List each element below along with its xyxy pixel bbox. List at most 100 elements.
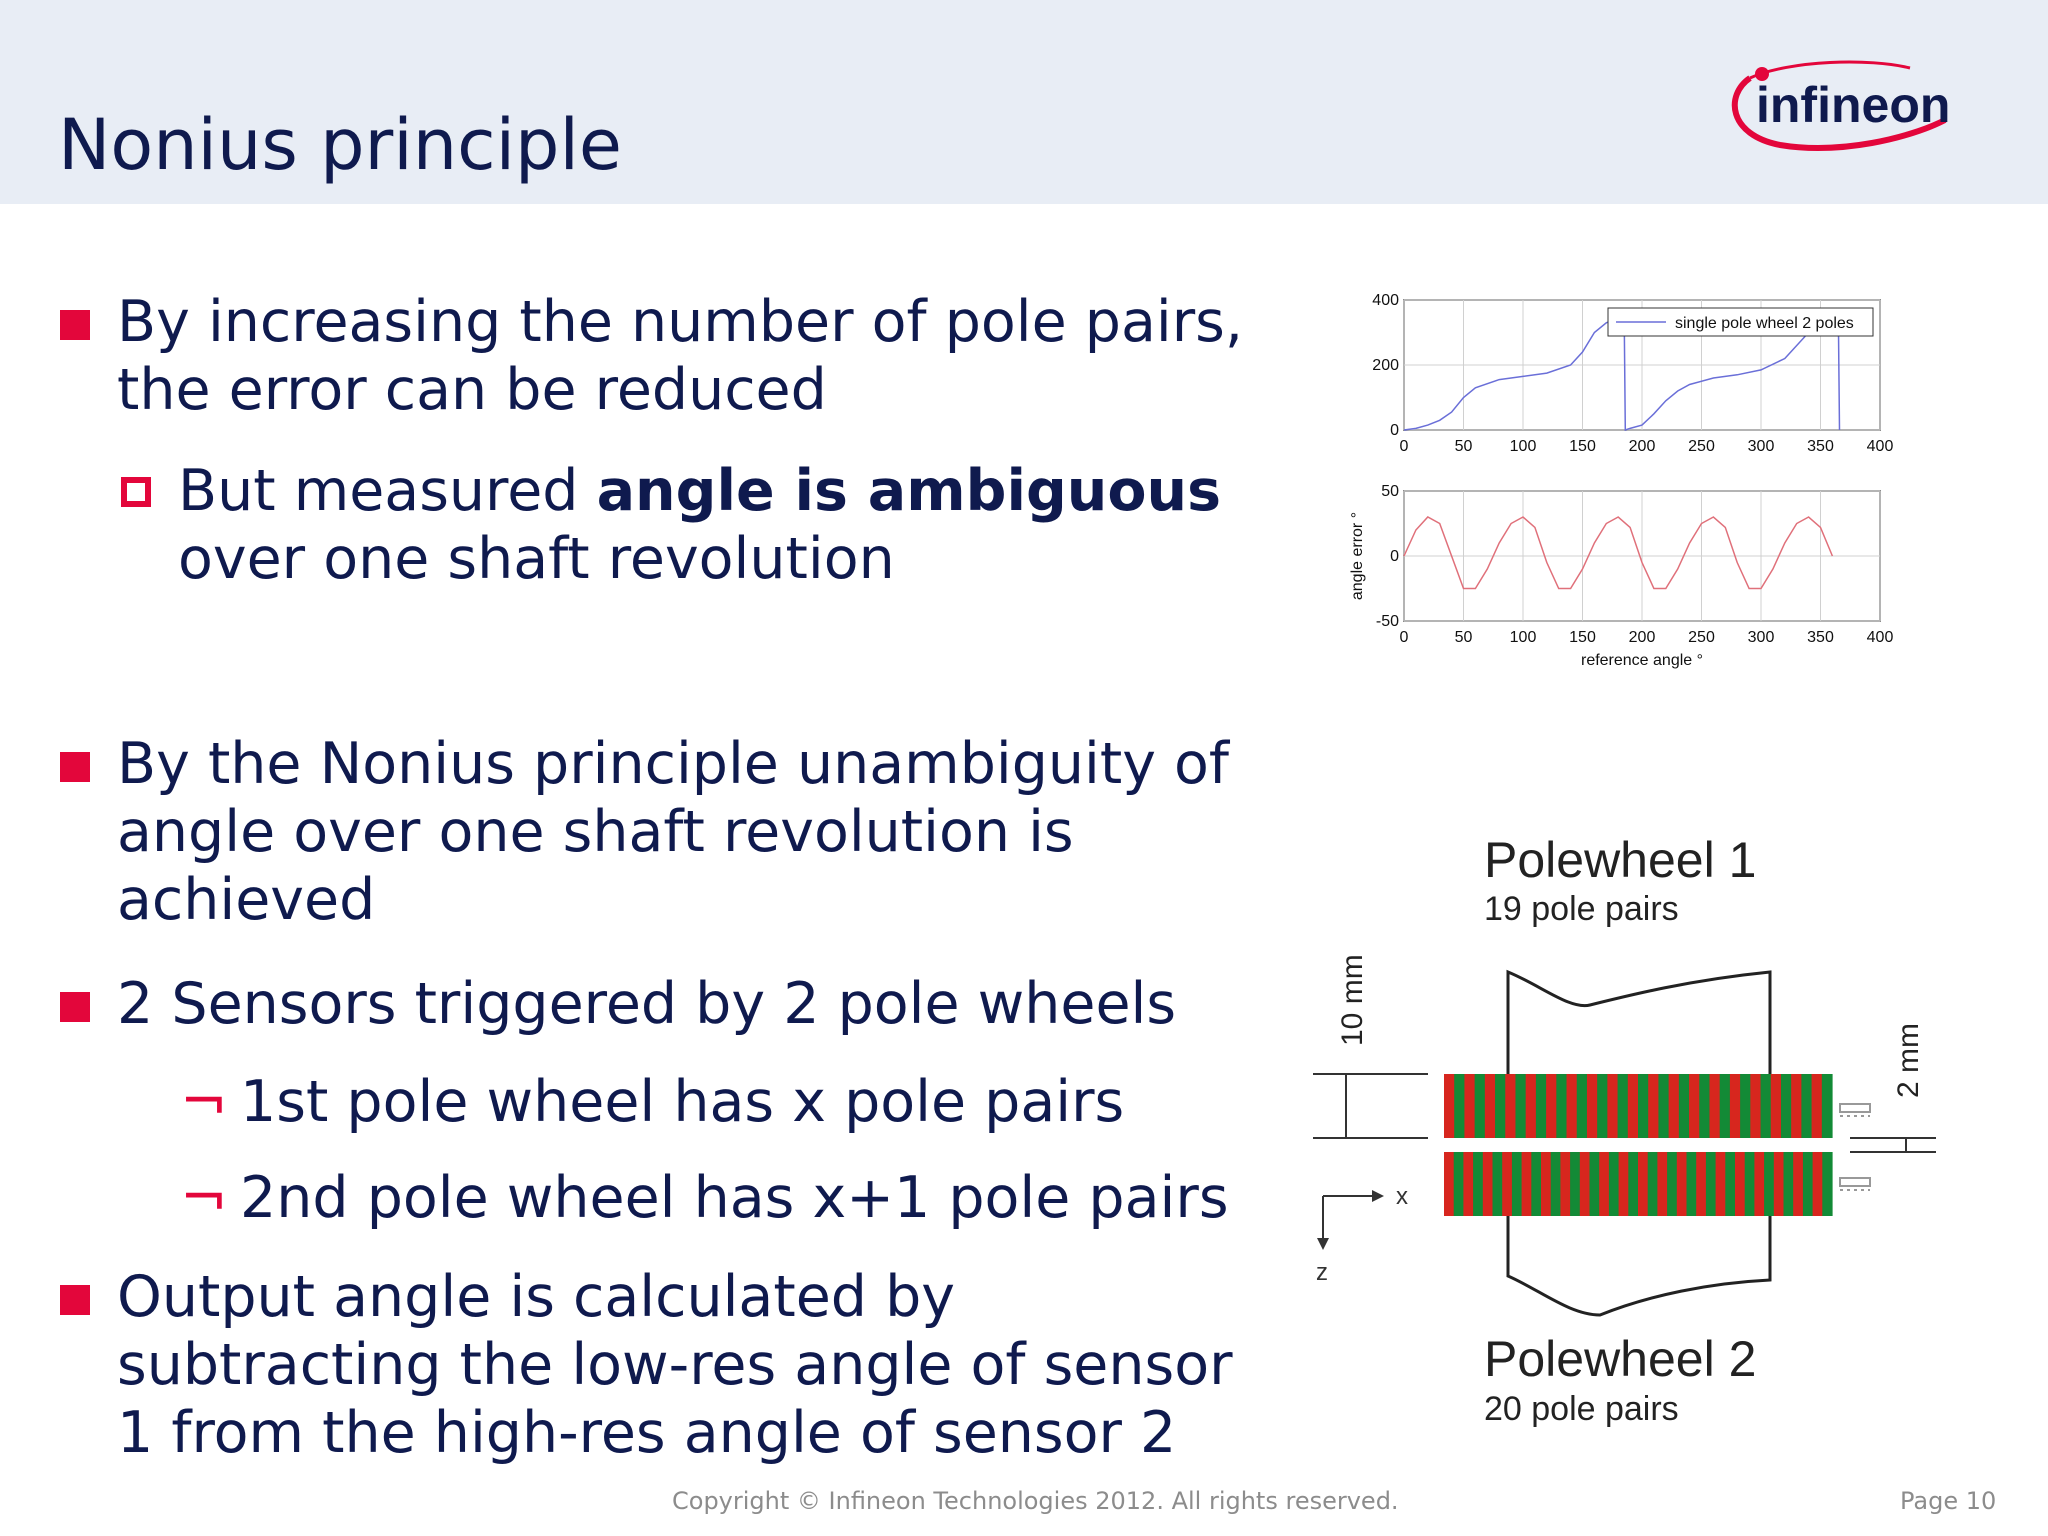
polewheel-2-pole-segment — [1667, 1152, 1678, 1216]
polewheel-1-pole-segment — [1760, 1074, 1772, 1138]
polewheel-1-pole-segment — [1791, 1074, 1802, 1138]
polewheel-2-pole-segment — [1502, 1152, 1513, 1216]
polewheel-1-pole-segment — [1515, 1074, 1527, 1138]
polewheel-1-pole-segment — [1535, 1074, 1547, 1138]
polewheel-2-pole-segment — [1822, 1152, 1833, 1216]
bullet-3-sub-2-text: 2nd pole wheel has x+1 pole pairs — [240, 1165, 1229, 1231]
polewheel-2-pole-segment — [1686, 1152, 1697, 1216]
polewheel-2-pole-segment — [1764, 1152, 1775, 1216]
bullet-1-line-2: the error can be reduced — [117, 357, 827, 423]
bullet-4: Output angle is calculated by subtractin… — [60, 1263, 1233, 1467]
chart-bottom-xtick-label: 250 — [1688, 629, 1715, 646]
polewheel-2-pole-segment — [1541, 1152, 1552, 1216]
bullet-3-sub-1: ¬ 1st pole wheel has x pole pairs — [180, 1068, 1124, 1136]
polewheel-2-pole-segment — [1618, 1152, 1629, 1216]
polewheel-1-pole-segment — [1648, 1074, 1660, 1138]
polewheel-2-pole-segment — [1754, 1152, 1765, 1216]
chart-top-xtick-label: 350 — [1807, 438, 1834, 455]
polewheel-2-pole-segment — [1783, 1152, 1794, 1216]
bullet-3-line-1: 2 Sensors triggered by 2 pole wheels — [117, 971, 1177, 1037]
polewheel-1-pole-segment — [1811, 1074, 1823, 1138]
polewheel-2-pole-segment — [1608, 1152, 1620, 1216]
polewheel-1-pole-segment — [1454, 1074, 1466, 1138]
sensor-2-icon — [1839, 1177, 1871, 1191]
polewheel-2-strip — [1444, 1152, 1833, 1216]
polewheel-1-pole-segment — [1780, 1074, 1792, 1138]
polewheel-2-pole-segment — [1473, 1152, 1484, 1216]
chart-top-xtick-label: 100 — [1510, 438, 1537, 455]
polewheel-1-pole-segment — [1607, 1074, 1619, 1138]
chart-top-xtick-label: 0 — [1400, 438, 1409, 455]
bullet-2-line-1: By the Nonius principle unambiguity of — [117, 731, 1230, 797]
chart-bottom-ylabel: angle error ° — [1349, 512, 1366, 600]
negation-marker-icon: ¬ — [180, 1069, 228, 1135]
polewheel-2-pole-segment — [1802, 1152, 1814, 1216]
polewheel-2-pole-segment — [1744, 1152, 1755, 1216]
chart-bottom-xtick-label: 200 — [1629, 629, 1656, 646]
chart-bottom-ytick-label: -50 — [1376, 613, 1399, 630]
footer-copyright: Copyright © Infineon Technologies 2012. … — [672, 1487, 1399, 1515]
polewheel-1-pole-segment — [1505, 1074, 1517, 1138]
polewheel-1-pole-segment — [1597, 1074, 1608, 1138]
polewheel-1-outline — [1506, 969, 1772, 1074]
chart-bottom-xtick-label: 150 — [1569, 629, 1596, 646]
chart-top-xtick-label: 200 — [1629, 438, 1656, 455]
polewheel-1-pole-segment — [1566, 1074, 1578, 1138]
axis-z-label: z — [1316, 1259, 1328, 1286]
chart-bottom-ytick-label: 0 — [1390, 548, 1399, 565]
polewheel-2-pole-segment — [1531, 1152, 1542, 1216]
polewheel-2-pole-segment — [1492, 1152, 1503, 1216]
sub-text-bold: angle is ambiguous — [596, 458, 1222, 524]
logo-text: infineon — [1756, 77, 1950, 133]
logo-dot-icon — [1755, 67, 1769, 81]
axis-z-arrowhead-icon — [1317, 1238, 1329, 1250]
polewheel-2-title: Polewheel 2 — [1484, 1331, 1756, 1387]
polewheel-1-strip — [1444, 1074, 1833, 1138]
polewheel-1-pole-segment — [1750, 1074, 1762, 1138]
polewheel-2-outline — [1506, 1216, 1772, 1317]
bullet-1-sub: But measured angle is ambiguous over one… — [121, 457, 1222, 593]
dim-right-label: 2 mm — [1892, 1023, 1925, 1098]
polewheel-1-pole-segment — [1638, 1074, 1649, 1138]
polewheel-1-pole-segment — [1821, 1074, 1833, 1138]
chart-bottom-xtick-label: 50 — [1455, 629, 1473, 646]
polewheel-2-pole-segment — [1657, 1152, 1668, 1216]
bullet-square-icon — [60, 992, 90, 1022]
polewheel-2-pole-segment — [1550, 1152, 1561, 1216]
polewheel-1-pole-segment — [1484, 1074, 1496, 1138]
polewheel-1-pole-segment — [1668, 1074, 1680, 1138]
chart-top-legend-label: single pole wheel 2 poles — [1675, 315, 1854, 332]
polewheel-1-pole-segment — [1546, 1074, 1557, 1138]
bullet-3: 2 Sensors triggered by 2 pole wheels — [60, 970, 1177, 1038]
negation-marker-icon: ¬ — [180, 1165, 228, 1231]
chart-top-xtick-label: 250 — [1688, 438, 1715, 455]
polewheel-1-pole-segment — [1699, 1074, 1711, 1138]
polewheel-1-pole-segment — [1729, 1074, 1741, 1138]
polewheel-2-pole-segment — [1725, 1152, 1736, 1216]
polewheel-1-title: Polewheel 1 — [1484, 832, 1756, 888]
polewheel-1-pole-segment — [1474, 1074, 1486, 1138]
polewheel-1-pole-segment — [1556, 1074, 1568, 1138]
bullet-square-icon — [60, 752, 90, 782]
chart-top-ytick-label: 400 — [1372, 292, 1399, 309]
polewheel-1-pole-segment — [1740, 1074, 1751, 1138]
polewheel-1-pole-segment — [1678, 1074, 1690, 1138]
polewheel-1-pole-segment — [1801, 1074, 1813, 1138]
polewheel-2-pole-segment — [1589, 1152, 1600, 1216]
polewheel-1-pole-segment — [1525, 1074, 1537, 1138]
polewheel-1-pole-segment — [1617, 1074, 1629, 1138]
polewheel-1-pole-segment — [1689, 1074, 1700, 1138]
slide-title: Nonius principle — [58, 104, 622, 186]
polewheel-2-pole-segment — [1463, 1152, 1474, 1216]
chart-top-xtick-label: 300 — [1748, 438, 1775, 455]
polewheel-1-pole-segment — [1464, 1074, 1476, 1138]
bullet-2: By the Nonius principle unambiguity of a… — [60, 730, 1230, 934]
chart-bottom-series-line — [1403, 516, 1834, 590]
bullet-1: By increasing the number of pole pairs, … — [60, 288, 1243, 424]
bullet-4-line-3: 1 from the high-res angle of sensor 2 — [117, 1400, 1177, 1466]
bullet-4-line-2: subtracting the low-res angle of sensor — [117, 1332, 1233, 1398]
polewheel-1-pole-segment — [1495, 1074, 1506, 1138]
chart-top-ytick-label: 0 — [1390, 422, 1399, 439]
polewheel-1-pole-segment — [1576, 1074, 1588, 1138]
